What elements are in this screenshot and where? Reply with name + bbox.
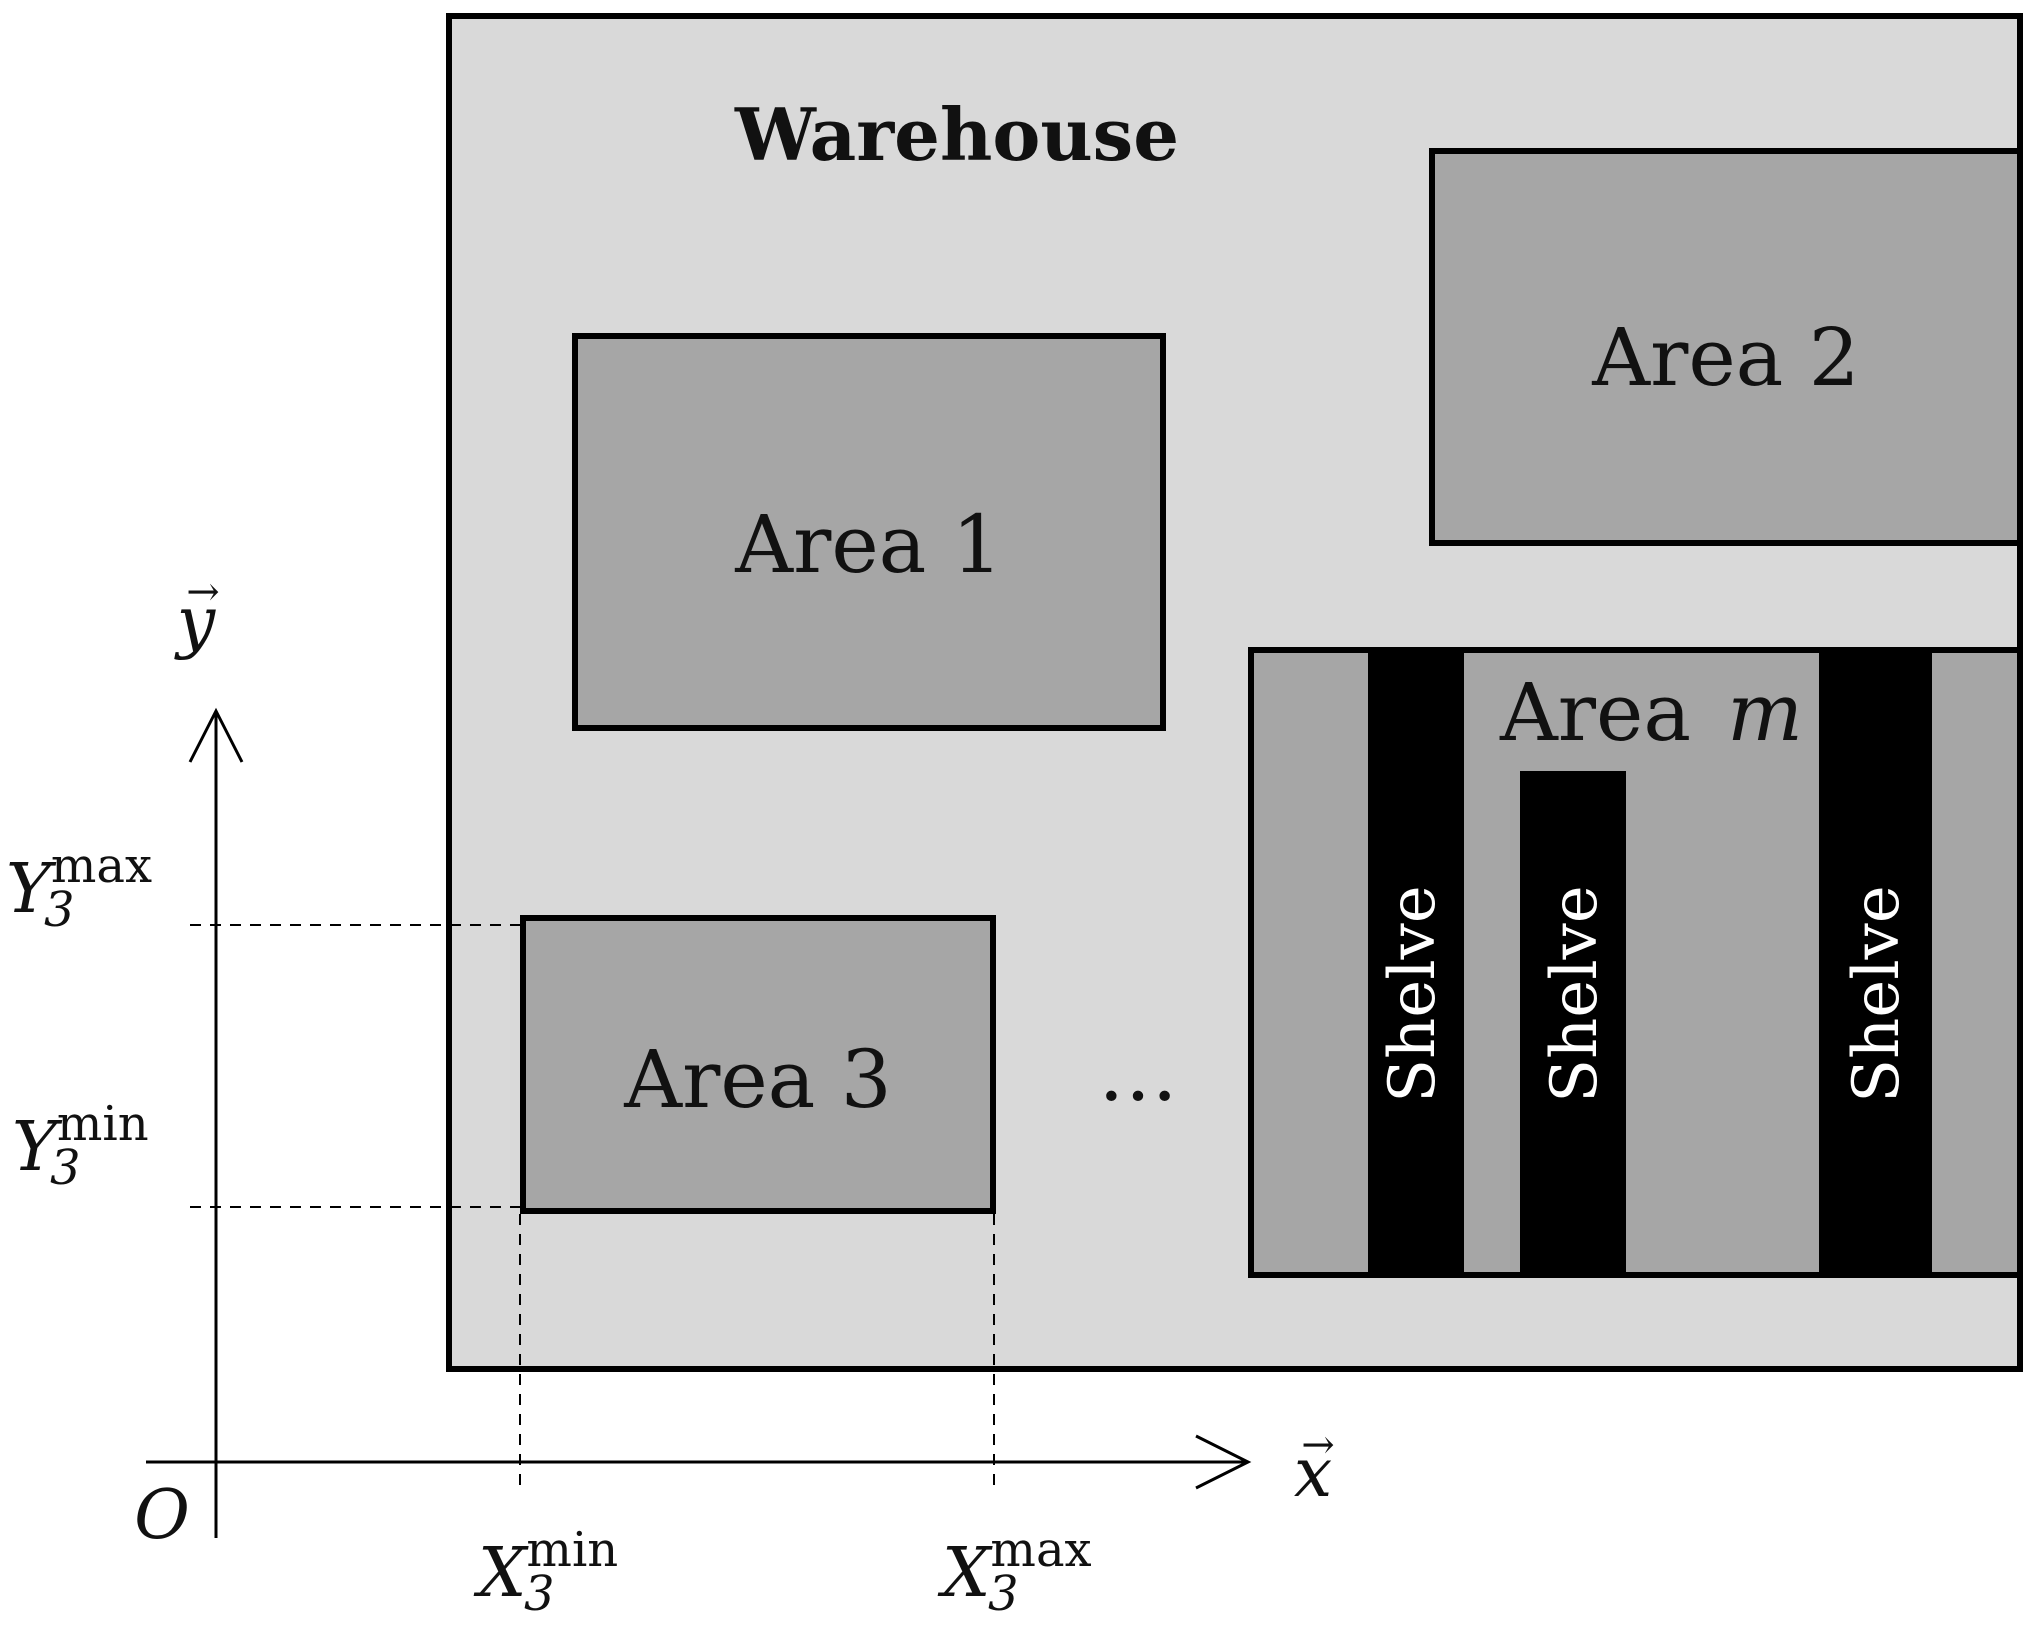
x3-min-base: X	[473, 1534, 529, 1613]
y-axis-label: y	[174, 583, 217, 662]
x3-min-sub: 3	[524, 1566, 555, 1622]
area-1-box	[572, 333, 1166, 731]
area-m-index: m	[1727, 666, 1803, 759]
y3-max-sup: max	[51, 838, 152, 894]
origin-label: O	[134, 1476, 190, 1555]
y3-min-sub: 3	[50, 1140, 81, 1196]
shelf-2	[1520, 771, 1626, 1272]
y-axis-arrowhead	[188, 707, 244, 763]
area-2-box	[1429, 148, 2023, 546]
area-2-label: Area 2	[1591, 311, 1859, 404]
x-axis-arrowhead	[1195, 1434, 1252, 1490]
shelf-1-label: Shelve	[1376, 885, 1450, 1102]
x3-max-sub: 3	[988, 1566, 1019, 1622]
shelf-2-label: Shelve	[1538, 885, 1612, 1102]
x3-min-sup: min	[526, 1522, 618, 1578]
area-3-label: Area 3	[623, 1033, 891, 1126]
area-1-label: Area 1	[734, 498, 1002, 591]
shelf-1	[1368, 653, 1464, 1272]
x-axis-vector-arrow: →	[1301, 1422, 1335, 1468]
x-axis-label: x	[1294, 1434, 1332, 1513]
y3-min-base: Y	[12, 1108, 63, 1187]
x3-max-sup: max	[990, 1522, 1091, 1578]
warehouse-label: Warehouse	[734, 92, 1179, 177]
shelf-3-label: Shelve	[1840, 885, 1914, 1102]
y3-max-base: Y	[6, 850, 57, 929]
y3-min-sup: min	[57, 1096, 149, 1152]
y3-max-sub: 3	[44, 882, 75, 938]
x3-max-base: X	[937, 1534, 993, 1613]
more-areas-ellipsis: …	[1098, 1026, 1178, 1119]
y-axis-vector-arrow: →	[186, 569, 220, 615]
axes	[146, 707, 1252, 1538]
area-3-box	[520, 915, 996, 1214]
projection-lines	[190, 924, 995, 1488]
shelf-3	[1819, 653, 1932, 1272]
area-m-prefix: Area	[1499, 666, 1691, 759]
